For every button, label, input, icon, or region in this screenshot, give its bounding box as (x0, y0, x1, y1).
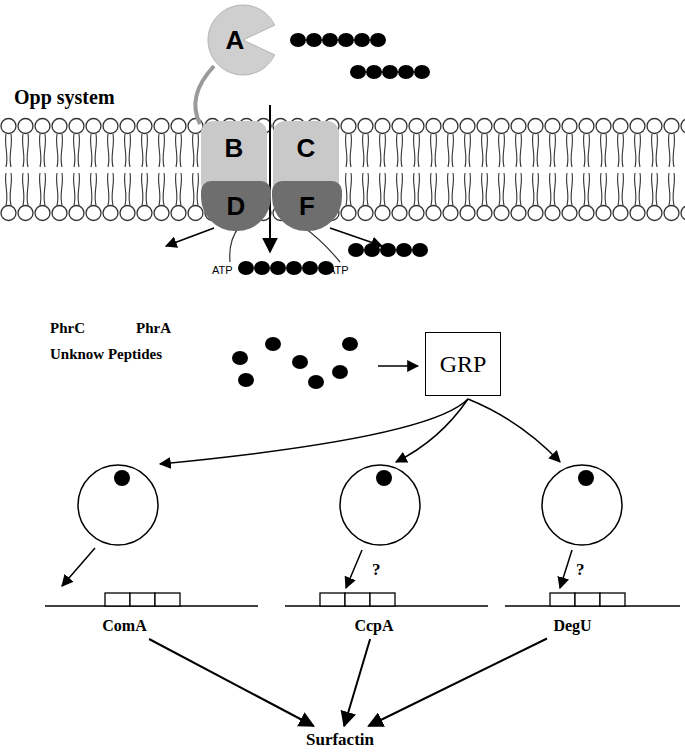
gene-label: ComA (99, 616, 150, 636)
dna-site (45, 593, 680, 606)
atpase-domain: F (272, 181, 342, 231)
amino-acid (232, 337, 358, 389)
node-text: B (225, 133, 244, 164)
peptide-chain (238, 243, 428, 275)
peptide-chain (290, 33, 430, 79)
regulator-circle (78, 465, 622, 545)
question-mark: ? (576, 560, 585, 580)
binding-arrow (62, 548, 572, 588)
atp-label: ATP (212, 264, 233, 276)
atp-leader (302, 226, 340, 262)
receptor-protein: A (207, 4, 279, 76)
node-text: A (226, 25, 245, 56)
node-text: F (299, 191, 315, 222)
node-text: DegU (553, 617, 591, 635)
node-text: CcpA (354, 617, 393, 635)
node-text: C (297, 133, 316, 164)
connector-arrow (369, 639, 547, 726)
gene-label: DegU (550, 616, 595, 636)
transport-arrow (269, 105, 271, 252)
node-text: Surfactin (306, 730, 374, 750)
peptide-label: Unknow Peptides (50, 346, 162, 363)
peptide-label: PhrC (50, 320, 85, 337)
system-label: Opp system (14, 86, 115, 109)
node-text: ComA (102, 617, 146, 635)
process-box: GRP (425, 332, 501, 396)
connector-arrow (149, 639, 313, 726)
connector-arrow (344, 639, 370, 726)
question-mark: ? (372, 560, 381, 580)
atp-leader (230, 226, 240, 262)
tether (195, 66, 214, 124)
gene-label: CcpA (351, 616, 397, 636)
membrane (0, 117, 685, 223)
efflux-arrow (166, 228, 214, 246)
peptide-label: PhrA (136, 320, 171, 337)
uptake-arrow (378, 365, 418, 367)
node-text: D (227, 191, 246, 222)
atpase-domain: D (201, 181, 271, 231)
atp-label: ATP (328, 264, 349, 276)
branch-arrow (160, 399, 560, 464)
product-label: Surfactin (303, 729, 377, 751)
node-text: GRP (440, 351, 487, 378)
